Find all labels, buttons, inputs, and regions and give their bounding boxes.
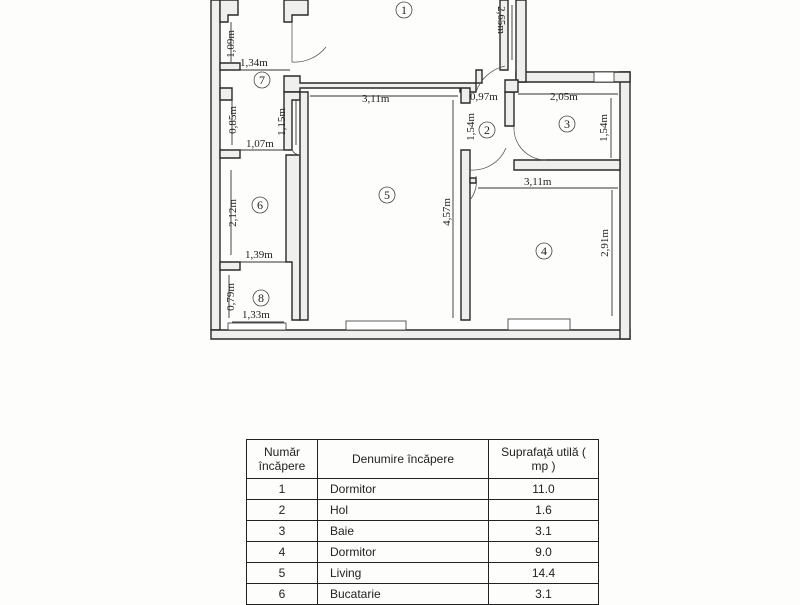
dimension-labels: 1,09m 1,34m 0,85m 1,07m 2,12m 1,39m 0,79… <box>225 6 611 321</box>
table-row: 6 Bucatarie 3.1 <box>246 583 599 605</box>
table-row: 5 Living 14.4 <box>246 562 599 584</box>
cell-room-area: 11.0 <box>488 478 599 500</box>
dim-label: 2,65m <box>495 6 507 34</box>
cell-room-number: 3 <box>246 520 318 542</box>
cell-room-area: 14.4 <box>488 562 599 584</box>
cell-room-name: Hol <box>317 499 489 521</box>
cell-room-number: 5 <box>246 562 318 584</box>
room-number: 8 <box>258 291 264 305</box>
table-row: 2 Hol 1.6 <box>246 499 599 521</box>
cell-room-area: 1.6 <box>488 499 599 521</box>
room-number: 7 <box>259 73 265 87</box>
doors <box>291 22 547 201</box>
rooms-table: Număr încăpere Denumire încăpere Suprafa… <box>246 439 599 605</box>
header-room-name: Denumire încăpere <box>317 439 489 479</box>
cell-room-name: Dormitor <box>317 541 489 563</box>
room-markers: 1 2 3 4 5 6 7 8 <box>251 1 576 307</box>
cell-room-number: 4 <box>246 541 318 563</box>
header-room-number: Număr încăpere <box>246 439 318 479</box>
room-number: 4 <box>541 244 547 258</box>
cell-room-name: Dormitor <box>317 478 489 500</box>
room-number: 2 <box>484 123 490 137</box>
interior-walls <box>219 0 621 321</box>
dim-label: 0,85m <box>227 106 239 134</box>
cell-room-number: 1 <box>246 478 318 500</box>
room-number: 6 <box>257 198 263 212</box>
dim-label: 3,11m <box>524 176 552 188</box>
dim-label: 0,79m <box>225 283 237 311</box>
table-row: 3 Baie 3.1 <box>246 520 599 542</box>
room-number: 5 <box>384 188 390 202</box>
dim-label: 1,15m <box>276 108 288 136</box>
table-header-row: Număr încăpere Denumire încăpere Suprafa… <box>246 439 599 479</box>
room-number: 3 <box>564 117 570 131</box>
dim-label: 0,97m <box>470 91 498 103</box>
dim-label: 1,09m <box>225 30 237 58</box>
table-row: 4 Dormitor 9.0 <box>246 541 599 563</box>
cell-room-area: 3.1 <box>488 583 599 605</box>
dim-label: 1,33m <box>242 309 270 321</box>
header-room-area: Suprafaţă utilă ( mp ) <box>488 439 599 479</box>
floor-plan: 1,09m 1,34m 0,85m 1,07m 2,12m 1,39m 0,79… <box>210 0 631 340</box>
dim-label: 3,11m <box>362 93 390 105</box>
dim-label: 2,91m <box>599 229 611 257</box>
dim-label: 1,07m <box>246 138 274 150</box>
dim-label: 1,54m <box>598 114 610 142</box>
cell-room-area: 9.0 <box>488 541 599 563</box>
dim-label: 2,12m <box>227 199 239 227</box>
dim-label: 1,39m <box>245 249 273 261</box>
cell-room-name: Living <box>317 562 489 584</box>
room-number: 1 <box>401 3 407 17</box>
dim-label: 2,05m <box>550 91 578 103</box>
cell-room-number: 2 <box>246 499 318 521</box>
table-row: 1 Dormitor 11.0 <box>246 478 599 500</box>
cell-room-name: Bucatarie <box>317 583 489 605</box>
dim-label: 1,54m <box>465 113 477 141</box>
dim-label: 4,57m <box>441 198 453 226</box>
cell-room-number: 6 <box>246 583 318 605</box>
outer-walls <box>210 0 631 340</box>
cell-room-area: 3.1 <box>488 520 599 542</box>
dim-label: 1,34m <box>240 57 268 69</box>
cell-room-name: Baie <box>317 520 489 542</box>
dimension-lines <box>225 5 618 323</box>
